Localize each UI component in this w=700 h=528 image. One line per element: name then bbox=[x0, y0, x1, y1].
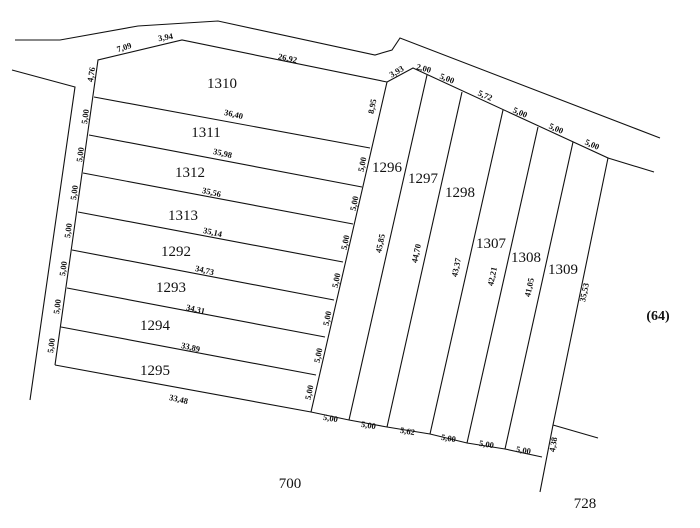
divider-1294-1295 bbox=[60, 326, 317, 376]
dim-label: 5,00 bbox=[322, 412, 338, 424]
dim-label: 5,00 bbox=[348, 195, 361, 212]
lot-label: 1313 bbox=[168, 208, 198, 224]
road-left-edge bbox=[11, 69, 76, 401]
dim-label: 5,00 bbox=[583, 137, 601, 152]
dim-label: 3,93 bbox=[388, 63, 406, 79]
dim-label: 7,09 bbox=[115, 40, 132, 54]
dim-label: 5,00 bbox=[511, 105, 529, 120]
dim-label: 5,00 bbox=[51, 299, 63, 315]
right-lower-edge bbox=[552, 424, 599, 439]
divider-1311-1312 bbox=[88, 134, 363, 188]
area-label-700: 700 bbox=[279, 476, 302, 492]
dim-label: 5,62 bbox=[399, 425, 415, 437]
divider-1298-1307 bbox=[429, 109, 504, 435]
parcel-lines bbox=[54, 39, 609, 493]
dim-label: 5,00 bbox=[62, 223, 74, 239]
dim-label: 5,00 bbox=[438, 71, 456, 86]
dim-label: 5,00 bbox=[74, 147, 86, 163]
divider-1312-1313 bbox=[82, 172, 354, 225]
dim-label: 35,14 bbox=[202, 225, 224, 239]
lot-label: 1310 bbox=[207, 76, 237, 92]
lot-label: 1294 bbox=[140, 318, 171, 334]
dim-label: 4,76 bbox=[85, 66, 97, 82]
lot-label: 1297 bbox=[408, 171, 439, 187]
dim-label: 4,38 bbox=[547, 436, 559, 452]
lot-label: 1293 bbox=[156, 280, 186, 296]
divider-1307-1308 bbox=[466, 126, 539, 444]
dim-label: 41,05 bbox=[522, 277, 536, 298]
lot-label: 1298 bbox=[445, 185, 475, 201]
road-boundaries bbox=[11, 20, 661, 439]
dim-label: 26,92 bbox=[277, 51, 298, 65]
dim-label: 35,53 bbox=[577, 282, 591, 303]
lot-label: 1292 bbox=[161, 244, 191, 260]
dim-label: 42,21 bbox=[485, 266, 499, 287]
area-label-64: (64) bbox=[646, 309, 670, 324]
lot-label: 1311 bbox=[191, 125, 220, 141]
dim-label: 33,89 bbox=[180, 340, 201, 354]
dim-label: 3,94 bbox=[157, 31, 174, 44]
dim-label: 45,85 bbox=[373, 233, 387, 254]
dim-label: 5,00 bbox=[57, 261, 69, 277]
dim-label: 43,37 bbox=[449, 256, 463, 278]
lot-label: 1296 bbox=[372, 160, 403, 176]
lot-label: 1295 bbox=[140, 363, 170, 379]
dim-label: 33,48 bbox=[168, 392, 189, 406]
dim-label: 5,00 bbox=[440, 432, 456, 444]
dim-label: 35,98 bbox=[212, 146, 233, 160]
dim-label: 5,00 bbox=[360, 419, 376, 431]
dim-label: 34,73 bbox=[194, 263, 215, 277]
dim-label: 8,95 bbox=[366, 98, 379, 115]
dim-label: 5,00 bbox=[547, 121, 565, 136]
lot-label: 1312 bbox=[175, 165, 205, 181]
dim-label: 5,00 bbox=[45, 338, 57, 354]
road-right-edge bbox=[607, 157, 655, 173]
lot-label: 1307 bbox=[476, 236, 507, 252]
road-upper-edge bbox=[15, 20, 661, 139]
dim-label: 2,00 bbox=[415, 61, 432, 75]
dim-label: 36,40 bbox=[223, 107, 244, 121]
divider-1297-1298 bbox=[386, 91, 463, 428]
divider-1293-1294 bbox=[66, 287, 326, 338]
lot-label: 1308 bbox=[511, 250, 541, 266]
dim-label: 5,00 bbox=[312, 347, 325, 364]
dim-label: 5,00 bbox=[321, 310, 334, 327]
front-boundary bbox=[386, 67, 609, 493]
dim-label: 44,70 bbox=[409, 243, 423, 264]
dim-label: 5,00 bbox=[478, 438, 494, 450]
rear-boundary bbox=[54, 364, 543, 458]
dim-label: 5,72 bbox=[476, 88, 494, 103]
left-block-outline bbox=[54, 39, 388, 413]
divider-1296-1297 bbox=[348, 74, 428, 421]
dim-label: 5,00 bbox=[79, 109, 91, 125]
divider-1292-1293 bbox=[71, 249, 335, 301]
dim-label: 5,00 bbox=[303, 384, 316, 401]
dim-label: 5,00 bbox=[339, 234, 352, 251]
lot-label: 1309 bbox=[548, 262, 578, 278]
lot-numbers: 1310 1311 1312 1313 1292 1293 1294 1295 … bbox=[140, 76, 670, 512]
dim-label: 5,00 bbox=[356, 156, 369, 173]
area-label-728: 728 bbox=[574, 496, 597, 512]
dim-label: 5,00 bbox=[330, 272, 343, 289]
dim-label: 34,31 bbox=[185, 302, 206, 316]
dim-label: 5,00 bbox=[515, 444, 531, 456]
divider-1313-1292 bbox=[77, 211, 344, 263]
dim-label: 35,56 bbox=[201, 185, 222, 199]
divider-1308-1309 bbox=[504, 141, 574, 450]
divider-1310-1311 bbox=[93, 96, 371, 149]
dim-label: 5,00 bbox=[68, 185, 80, 201]
